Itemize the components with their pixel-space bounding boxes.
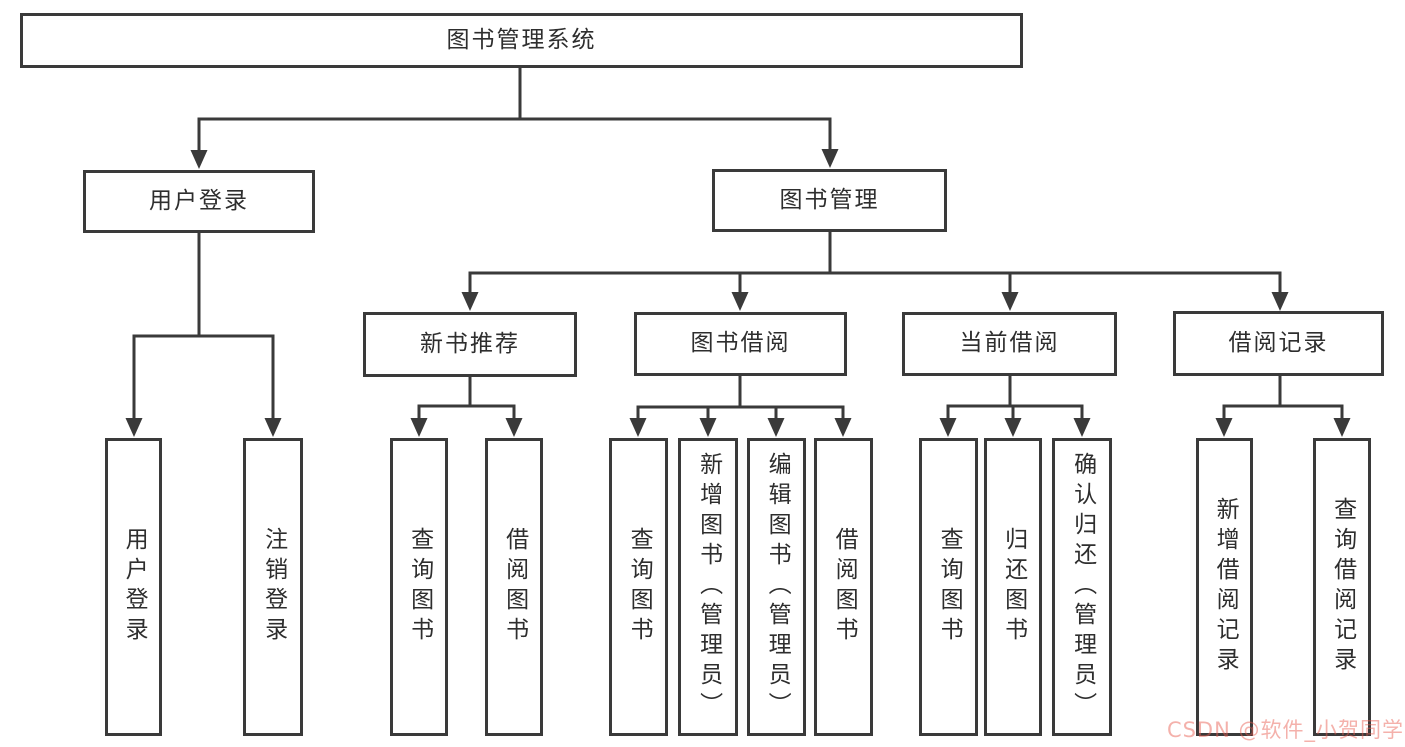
arrowhead-icon	[505, 418, 523, 437]
arrowhead-icon	[1004, 418, 1022, 437]
arrowhead-icon	[1001, 292, 1019, 311]
node-borrowBook2: 借阅图书	[814, 438, 873, 736]
node-queryBook3: 查询图书	[919, 438, 978, 736]
arrowhead-icon	[264, 418, 282, 437]
node-logout: 注销登录	[243, 438, 303, 736]
node-queryBook1: 查询图书	[390, 438, 448, 736]
node-bookBorrow: 图书借阅	[634, 312, 847, 376]
arrowhead-icon	[1215, 418, 1233, 437]
arrowhead-icon	[731, 292, 749, 311]
node-queryBook2: 查询图书	[609, 438, 668, 736]
node-userLoginGroup: 用户登录	[83, 170, 315, 233]
arrowhead-icon	[767, 418, 785, 437]
arrowhead-icon	[1333, 418, 1351, 437]
arrowhead-icon	[1073, 418, 1091, 437]
node-confirmReturn: 确认归还（管理员）	[1052, 438, 1112, 736]
node-editBook: 编辑图书（管理员）	[747, 438, 806, 736]
arrowhead-icon	[461, 292, 479, 311]
node-queryBorrowRecord: 查询借阅记录	[1313, 438, 1371, 736]
node-bookMgmt: 图书管理	[712, 169, 947, 232]
node-currentBorrow: 当前借阅	[902, 312, 1117, 376]
node-borrowRecords: 借阅记录	[1173, 311, 1384, 376]
node-root: 图书管理系统	[20, 13, 1023, 68]
node-newBookRec: 新书推荐	[363, 312, 577, 377]
arrowhead-icon	[410, 418, 428, 437]
arrowhead-icon	[699, 418, 717, 437]
node-addBook: 新增图书（管理员）	[678, 438, 738, 736]
arrowhead-icon	[834, 418, 852, 437]
arrowhead-icon	[939, 418, 957, 437]
arrowhead-icon	[629, 418, 647, 437]
node-returnBook: 归还图书	[984, 438, 1042, 736]
arrowhead-icon	[190, 150, 208, 169]
node-userLogin: 用户登录	[105, 438, 162, 736]
arrowhead-icon	[125, 418, 143, 437]
node-addBorrowRecord: 新增借阅记录	[1196, 438, 1253, 736]
arrowhead-icon	[821, 149, 839, 168]
node-borrowBook1: 借阅图书	[485, 438, 543, 736]
arrowhead-icon	[1271, 292, 1289, 311]
